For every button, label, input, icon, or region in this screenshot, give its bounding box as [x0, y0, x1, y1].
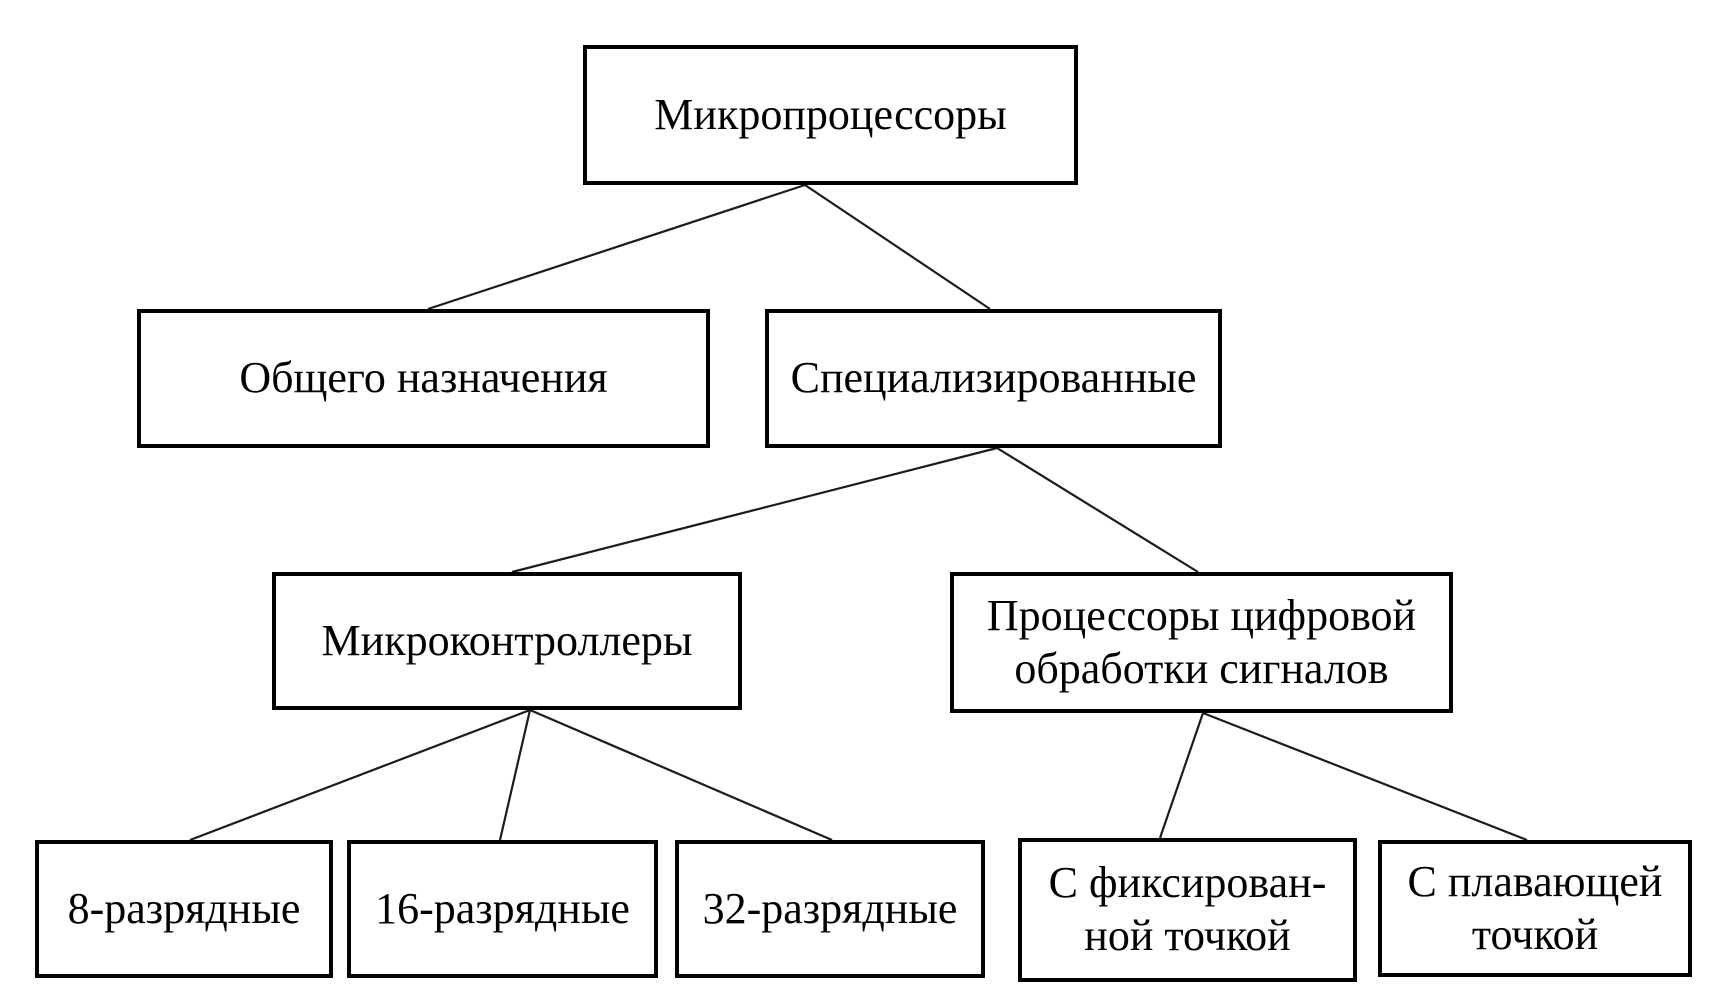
node-microcontrollers-label: Микроконтроллеры [321, 615, 693, 665]
node-general-purpose: Общего назначения [137, 309, 710, 448]
dsp-label-line1: Процессоры цифровой [986, 590, 1417, 640]
edge-special-mcu [511, 446, 998, 574]
node-8-bit-label: 8-разрядные [67, 883, 301, 933]
edge-special-dsp [996, 447, 1199, 573]
node-8-bit: 8-разрядные [35, 840, 333, 978]
node-microcontrollers: Микроконтроллеры [272, 572, 742, 710]
node-fixed-point-label: С фиксирован- ной точкой [1049, 857, 1327, 963]
node-floating-point-label: С плавающей точкой [1408, 856, 1663, 962]
edge-dsp-fixed [1158, 712, 1205, 839]
node-fixed-point: С фиксирован- ной точкой [1018, 838, 1357, 982]
fixed-point-label-line2: ной точкой [1084, 911, 1291, 960]
floating-point-label-line1: С плавающей [1407, 856, 1663, 906]
edge-mcu-b32 [529, 708, 833, 842]
fixed-point-label-line1: С фиксирован- [1048, 858, 1327, 908]
edge-mcu-b16 [498, 709, 532, 841]
node-16-bit-label: 16-разрядные [375, 883, 630, 933]
node-floating-point: С плавающей точкой [1378, 840, 1692, 977]
node-32-bit-label: 32-разрядные [702, 883, 958, 933]
node-specialized: Специализированные [765, 309, 1222, 448]
floating-point-label-line2: точкой [1471, 909, 1599, 959]
edge-dsp-float [1202, 711, 1528, 842]
edge-root-general [427, 183, 806, 311]
node-microprocessors: Микропроцессоры [583, 45, 1078, 185]
node-microprocessors-label: Микропроцессоры [654, 89, 1007, 139]
node-digital-signal-processors: Процессоры цифровой обработки сигналов [950, 572, 1453, 713]
edge-root-special [804, 184, 991, 310]
node-general-purpose-label: Общего назначения [239, 353, 608, 403]
node-16-bit: 16-разрядные [347, 840, 658, 978]
dsp-label-line2: обработки сигналов [1014, 643, 1389, 693]
node-specialized-label: Специализированные [790, 353, 1197, 403]
node-digital-signal-processors-label: Процессоры цифровой обработки сигналов [987, 590, 1416, 696]
node-32-bit: 32-разрядные [675, 840, 985, 978]
edge-mcu-b8 [189, 708, 531, 842]
